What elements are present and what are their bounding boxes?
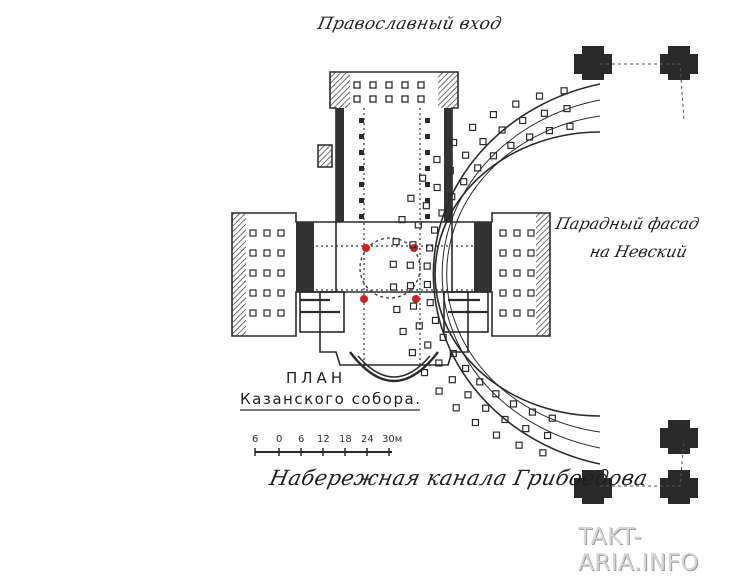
colonnade-column	[563, 104, 571, 113]
colonnade-column	[540, 109, 549, 117]
colonnade-column	[420, 369, 429, 377]
colonnade-column	[450, 138, 458, 147]
colonnade-column	[406, 282, 415, 290]
colonnade-column	[393, 305, 401, 314]
colonnade-column	[409, 241, 417, 249]
colonnade-column	[512, 100, 520, 108]
colonnade-column	[389, 283, 398, 291]
pavilion-dashed-lines	[600, 63, 685, 487]
label-embankment: Набережная канала Грибоедова	[267, 466, 650, 490]
dome-circle	[359, 237, 421, 299]
colonnade-column	[399, 327, 407, 336]
colonnade-column	[452, 404, 460, 412]
plan-title-line2: Казанского собора.	[240, 390, 422, 408]
scale-tick-label: 18	[339, 434, 352, 445]
colonnade-column	[492, 431, 501, 439]
colonnade-column	[422, 202, 430, 210]
colonnade-column	[489, 110, 497, 119]
colonnade-column	[507, 141, 515, 149]
colonnade-column	[433, 155, 441, 164]
colonnade-column	[462, 364, 470, 372]
colonnade-column	[515, 441, 523, 449]
colonnade-column	[426, 244, 434, 252]
colonnade-column	[389, 260, 397, 268]
colonnade-column	[431, 226, 439, 234]
plan-title-line1: ПЛАН	[286, 369, 347, 387]
colonnade-column	[398, 216, 406, 224]
colonnade-column	[474, 164, 482, 172]
colonnade-column	[424, 341, 432, 349]
colonnade-column	[409, 302, 418, 310]
cathedral-floor-plan	[231, 46, 698, 504]
colonnade-column	[439, 333, 447, 341]
dome-pillar-markers	[360, 244, 420, 303]
colonnade-column	[448, 193, 456, 201]
colonnade-column	[498, 126, 506, 134]
colonnade-column	[423, 262, 431, 270]
colonnade-column	[415, 322, 423, 330]
scale-tick-label: 12	[317, 434, 330, 445]
north-portico-columns	[353, 81, 425, 103]
colonnade-column	[492, 390, 500, 398]
label-orthodox-entrance: Православный вход	[315, 14, 504, 34]
nave-columns	[359, 118, 430, 219]
colonnade-column	[426, 299, 434, 307]
cathedral-building	[231, 71, 551, 383]
scale-tick-label: 0	[276, 434, 283, 445]
colonnade-column	[460, 178, 468, 186]
colonnade-column	[539, 449, 547, 457]
watermark: TAKT-ARIA.INFO	[578, 524, 699, 576]
colonnade-column	[449, 349, 457, 358]
colonnade-columns	[389, 87, 574, 457]
label-nevsky: на Невский	[587, 242, 690, 261]
colonnade-column	[525, 133, 534, 141]
colonnade-column	[566, 122, 574, 130]
scale-tick-label: 6	[298, 434, 305, 445]
scale-tick-label: 30м	[382, 434, 403, 445]
colonnade-column	[482, 404, 490, 412]
colonnade-column	[448, 376, 456, 384]
colonnade-column	[438, 209, 446, 217]
colonnade-column	[519, 116, 527, 125]
colonnade-column	[462, 151, 470, 159]
colonnade-column	[522, 425, 530, 433]
colonnade-column	[501, 415, 509, 424]
colonnade-column	[408, 349, 416, 357]
colonnade-column	[476, 378, 484, 386]
colonnade-column	[560, 87, 568, 95]
colonnade-column	[435, 359, 443, 367]
colonnade-column	[543, 431, 552, 440]
colonnade-column	[548, 414, 556, 422]
colonnade-column	[469, 123, 477, 132]
colonnade-column	[479, 138, 487, 146]
label-front-facade: Парадный фасад	[553, 214, 702, 233]
colonnade-column	[464, 391, 472, 399]
scale-tick-label: 24	[361, 434, 374, 445]
scale-tick-label: 6	[252, 434, 259, 445]
colonnade-column	[433, 183, 441, 192]
transept-portico-columns	[249, 229, 535, 317]
colonnade-column	[423, 280, 431, 289]
colonnade-column	[392, 238, 400, 246]
colonnade-column	[406, 261, 414, 269]
colonnade-column	[509, 400, 518, 408]
colonnade-end-pavilions	[574, 46, 698, 504]
colonnade-column	[435, 387, 443, 395]
colonnade-column	[431, 316, 440, 324]
colonnade-column	[407, 194, 415, 202]
scale-bar	[254, 448, 392, 456]
colonnade-column	[528, 408, 537, 416]
colonnade-column	[419, 174, 427, 182]
colonnade-column	[471, 418, 479, 427]
colonnade-column	[535, 92, 544, 100]
colonnade-column	[446, 167, 454, 175]
colonnade-column	[414, 221, 422, 229]
colonnade-column	[545, 126, 554, 135]
colonnade-column	[489, 152, 498, 160]
